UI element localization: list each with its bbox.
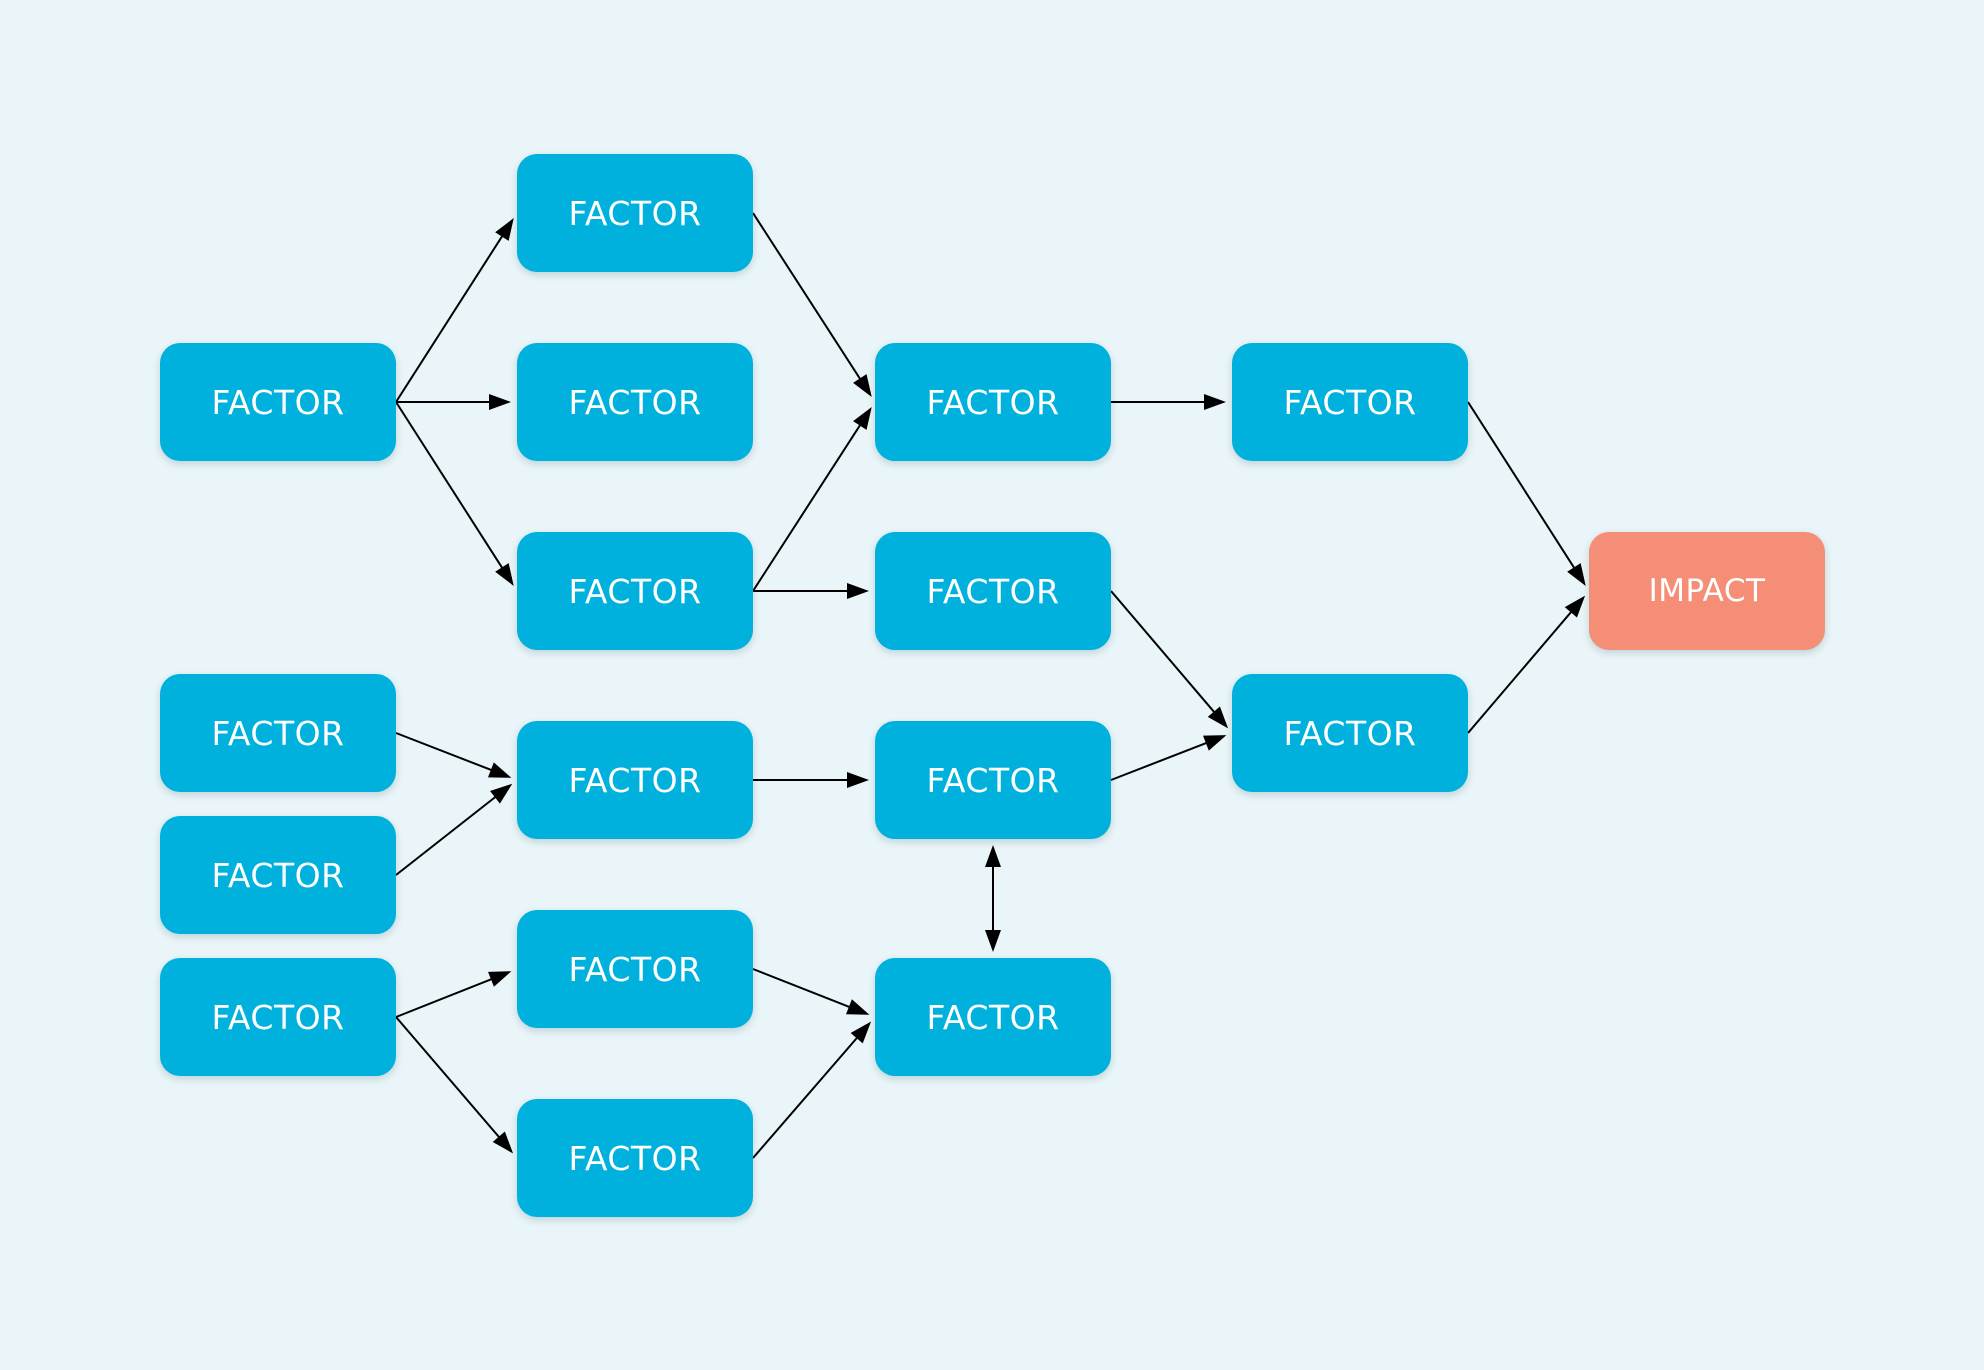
factor-node: FACTOR (517, 910, 753, 1028)
arrowhead (846, 999, 870, 1015)
node-label: FACTOR (926, 571, 1060, 611)
arrowhead (495, 218, 514, 241)
node-label: FACTOR (211, 713, 345, 753)
factor-node: FACTOR (875, 958, 1111, 1076)
factor-node: FACTOR (160, 816, 396, 934)
node-label: FACTOR (568, 571, 702, 611)
factor-node: FACTOR (875, 721, 1111, 839)
connector-arrow (752, 212, 868, 390)
arrowhead (1203, 735, 1227, 751)
arrowhead (1204, 394, 1226, 410)
factor-node: FACTOR (160, 674, 396, 792)
factor-node: FACTOR (875, 343, 1111, 461)
factor-node: FACTOR (1232, 343, 1468, 461)
node-label: FACTOR (568, 760, 702, 800)
node-label: FACTOR (211, 855, 345, 895)
connector-arrow (395, 401, 510, 579)
connector-arrow (395, 973, 503, 1018)
node-label: FACTOR (1283, 382, 1417, 422)
factor-node: FACTOR (160, 343, 396, 461)
node-label: FACTOR (926, 760, 1060, 800)
arrowhead (1567, 563, 1586, 586)
arrowhead (1564, 595, 1586, 618)
arrowhead (489, 394, 511, 410)
connector-arrow (1467, 401, 1582, 579)
node-label: IMPACT (1648, 573, 1766, 609)
arrowhead (488, 971, 512, 987)
arrowhead (853, 374, 872, 397)
factor-node: FACTOR (517, 721, 753, 839)
node-label: FACTOR (1283, 713, 1417, 753)
connector-arrow (1110, 590, 1223, 722)
arrowhead (853, 407, 872, 430)
connector-arrow (1467, 602, 1580, 734)
connector-arrow (395, 225, 510, 403)
node-label: FACTOR (926, 997, 1060, 1037)
node-label: FACTOR (926, 382, 1060, 422)
connector-arrow (395, 732, 503, 776)
factor-node: FACTOR (875, 532, 1111, 650)
arrowhead (488, 762, 512, 778)
arrowhead (847, 772, 869, 788)
arrowhead (847, 583, 869, 599)
arrowhead (1207, 706, 1229, 729)
factor-node: FACTOR (517, 154, 753, 272)
node-label: FACTOR (568, 1138, 702, 1178)
arrowhead (492, 1131, 514, 1154)
connector-arrow (395, 1016, 508, 1147)
connector-arrow (752, 414, 868, 592)
connector-arrow (395, 789, 506, 876)
arrowhead (850, 1021, 872, 1044)
node-label: FACTOR (211, 997, 345, 1037)
factor-node: FACTOR (517, 343, 753, 461)
node-label: FACTOR (568, 949, 702, 989)
connector-arrow (1110, 737, 1218, 781)
node-label: FACTOR (568, 193, 702, 233)
arrowhead (985, 845, 1001, 867)
node-label: FACTOR (568, 382, 702, 422)
factor-node: FACTOR (160, 958, 396, 1076)
connector-arrow (752, 968, 861, 1013)
arrowhead (985, 930, 1001, 952)
node-label: FACTOR (211, 382, 345, 422)
factor-node: FACTOR (1232, 674, 1468, 792)
connector-arrow (752, 1028, 866, 1159)
arrowhead (495, 563, 514, 586)
impact-node: IMPACT (1589, 532, 1825, 650)
factor-node: FACTOR (517, 1099, 753, 1217)
factor-node: FACTOR (517, 532, 753, 650)
arrowhead (490, 783, 513, 804)
